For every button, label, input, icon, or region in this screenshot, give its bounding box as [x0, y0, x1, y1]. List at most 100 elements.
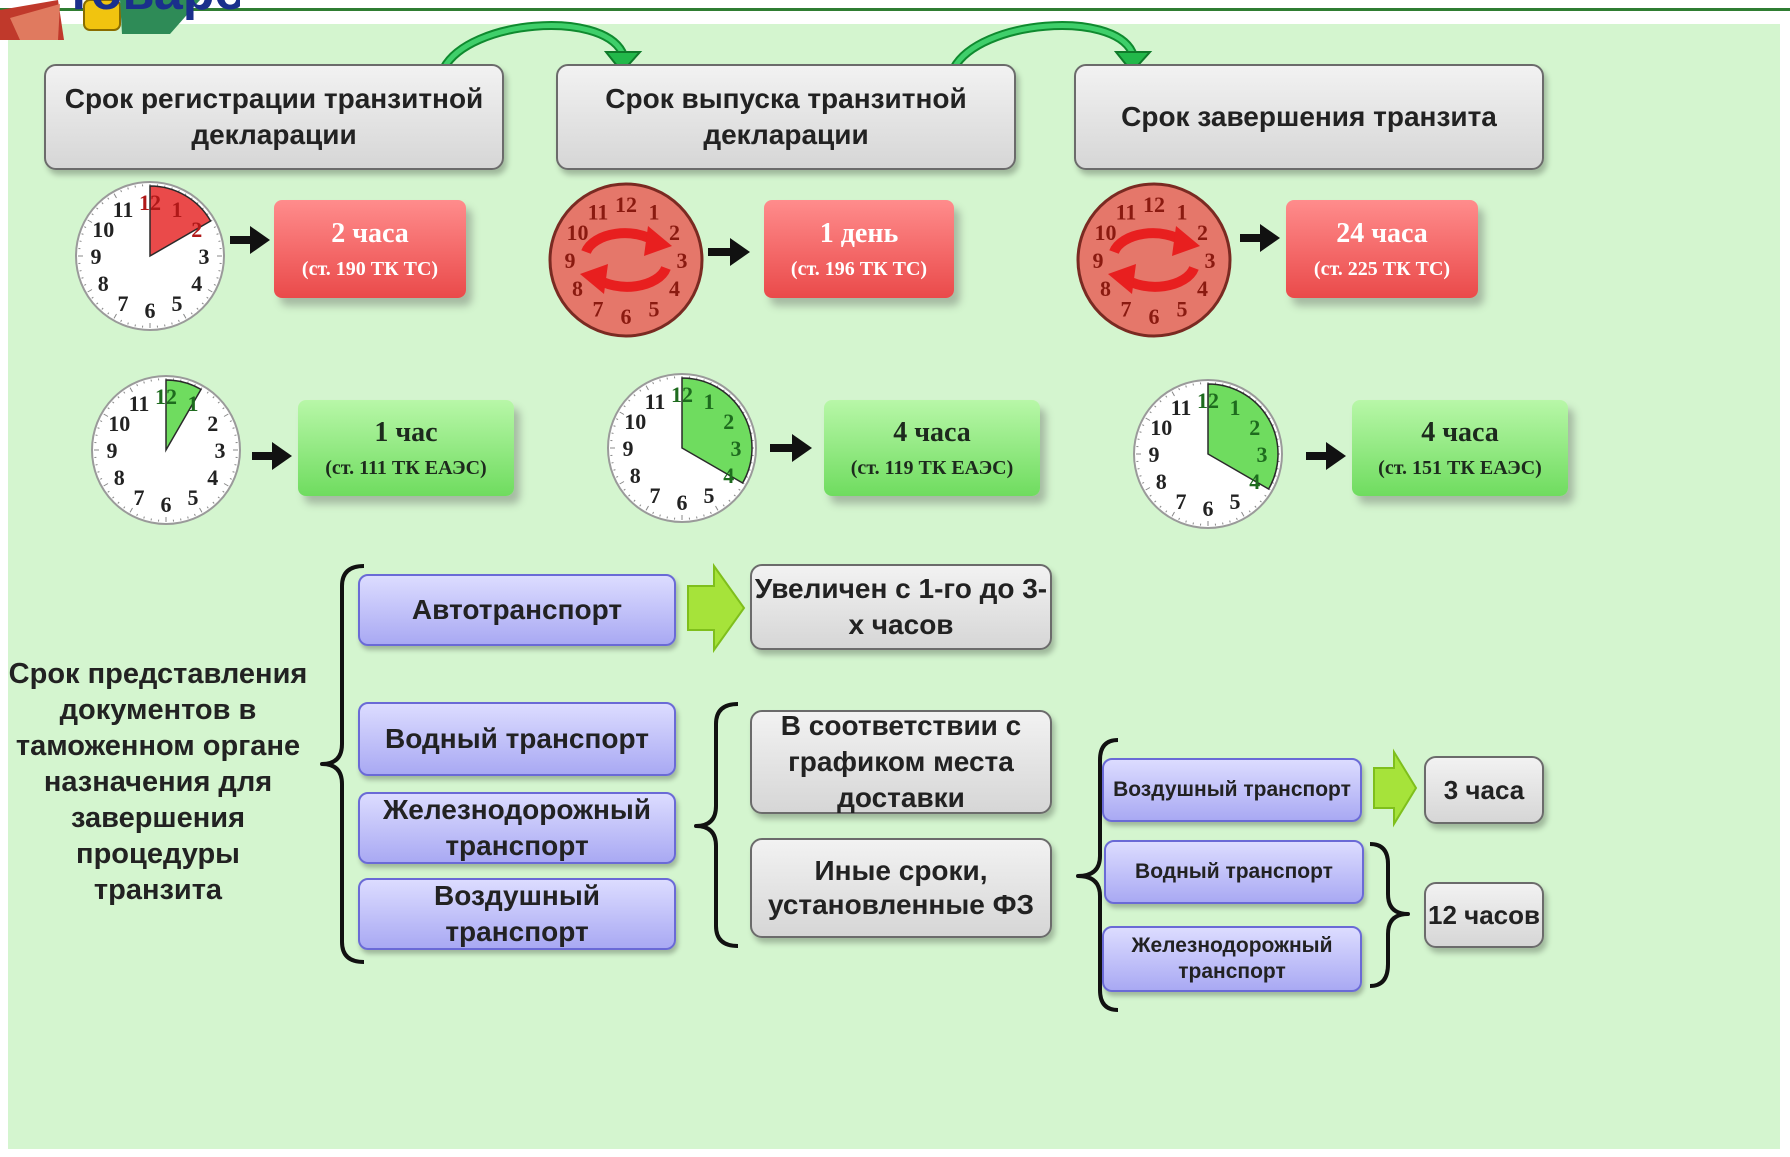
- header-rule: [0, 8, 1790, 11]
- clock-number: 10: [92, 217, 114, 242]
- term-value: 2 часа: [331, 217, 409, 249]
- clock-number: 6: [621, 304, 632, 329]
- new-term-completion: 4 часа (ст. 151 ТК ЕАЭС): [1352, 400, 1568, 496]
- clock-number: 3: [731, 436, 742, 461]
- clock-number: 1: [704, 389, 715, 414]
- clock-number: 10: [567, 220, 589, 245]
- transport-label: Водный транспорт: [385, 723, 649, 754]
- clock-number: 9: [1093, 248, 1104, 273]
- clock-number: 10: [1095, 220, 1117, 245]
- transport-label: Автотранспорт: [411, 594, 623, 625]
- clock-number: 5: [172, 291, 183, 316]
- clock-number: 6: [145, 298, 156, 323]
- stage-title-release: Срок выпуска транзитной декларации: [556, 64, 1016, 170]
- clock-number: 2: [723, 409, 734, 434]
- emblem-icon: [0, 0, 200, 40]
- clock-number: 11: [129, 391, 150, 416]
- clock-number: 4: [669, 276, 680, 301]
- clock-number: 6: [161, 492, 172, 517]
- clock-number: 5: [704, 483, 715, 508]
- clock-number: 2: [1197, 220, 1208, 245]
- old-term-registration: 2 часа (ст. 190 ТК ТС): [274, 200, 466, 298]
- stage-title-completion: Срок завершения транзита: [1074, 64, 1544, 170]
- clock-number: 12: [139, 190, 161, 215]
- stage-flow-arrows: [439, 21, 1153, 74]
- term-value: 1 день: [819, 217, 899, 249]
- clock-number: 5: [188, 485, 199, 510]
- clock-number: 7: [1121, 296, 1132, 321]
- air-result: 3 часа: [1424, 756, 1544, 824]
- clock-number: 11: [645, 389, 666, 414]
- result-text: 3 часа: [1443, 775, 1525, 805]
- clock-number: 8: [114, 465, 125, 490]
- clock-number: 7: [1176, 489, 1187, 514]
- header-title: товаров: [66, 0, 240, 22]
- term-value: 1 час: [374, 416, 438, 448]
- clock-number: 3: [677, 248, 688, 273]
- clock-number: 5: [1230, 489, 1241, 514]
- clock-number: 6: [1203, 496, 1214, 521]
- stage-title-text: Срок завершения транзита: [1121, 101, 1497, 132]
- clock-number: 3: [1205, 248, 1216, 273]
- clock-number: 9: [91, 244, 102, 269]
- term-reference: (ст. 111 ТК ЕАЭС): [325, 456, 487, 479]
- clock-number: 4: [1249, 469, 1260, 494]
- new-term-release: 4 часа (ст. 119 ТК ЕАЭС): [824, 400, 1040, 496]
- clock-number: 8: [1156, 469, 1167, 494]
- documents-label: Срок представления документов в таможенн…: [8, 658, 308, 906]
- clock-number: 10: [1150, 415, 1172, 440]
- clock-number: 10: [624, 409, 646, 434]
- term-value: 4 часа: [1421, 416, 1499, 448]
- stage-title-text: Срок выпуска транзитной декларации: [605, 83, 967, 150]
- result-text: Увеличен с 1-го до 3-х часов: [754, 573, 1048, 640]
- auto-result: Увеличен с 1-го до 3-х часов: [750, 564, 1052, 650]
- transport-label: Воздушный транспорт: [1113, 778, 1351, 801]
- old-term-completion: 24 часа (ст. 225 ТК ТС): [1286, 200, 1478, 298]
- new-term-registration: 1 час (ст. 111 ТК ЕАЭС): [298, 400, 514, 496]
- clock-number: 1: [649, 200, 660, 225]
- result-text: 12 часов: [1427, 900, 1541, 930]
- clock-number: 5: [1177, 296, 1188, 321]
- header-logo: товаров: [0, 0, 240, 40]
- clock-number: 4: [207, 465, 218, 490]
- clock-to-term-arrows: [230, 224, 1346, 470]
- clock-number: 6: [677, 490, 688, 515]
- clock-number: 6: [1149, 304, 1160, 329]
- term-reference: (ст. 196 ТК ТС): [790, 257, 928, 280]
- clock-number: 7: [593, 296, 604, 321]
- transport-air: Воздушный транспорт: [358, 878, 676, 950]
- other-transport-rail: Железнодорожный транспорт: [1102, 926, 1362, 992]
- clock-number: 4: [191, 271, 202, 296]
- clock-number: 7: [118, 291, 129, 316]
- clock-number: 2: [1249, 415, 1260, 440]
- clock-number: 12: [1197, 388, 1219, 413]
- other-terms: Иные сроки, установленные ФЗ: [750, 838, 1052, 938]
- clock-number: 3: [215, 438, 226, 463]
- term-reference: (ст. 190 ТК ТС): [301, 257, 439, 280]
- term-reference: (ст. 151 ТК ЕАЭС): [1378, 456, 1542, 479]
- clock-number: 3: [1257, 442, 1268, 467]
- other-transport-air: Воздушный транспорт: [1102, 758, 1362, 822]
- old-term-release: 1 день (ст. 196 ТК ТС): [764, 200, 954, 298]
- clock-number: 1: [188, 391, 199, 416]
- term-value: 24 часа: [1336, 217, 1428, 249]
- clock-number: 8: [98, 271, 109, 296]
- clock-number: 8: [1100, 276, 1111, 301]
- clock-number: 3: [199, 244, 210, 269]
- clock-number: 11: [588, 200, 609, 225]
- clock-number: 12: [615, 192, 637, 217]
- term-value: 4 часа: [893, 416, 971, 448]
- clock-number: 9: [565, 248, 576, 273]
- stage-title-registration: Срок регистрации транзитной декларации: [44, 64, 504, 170]
- other-transport-water: Водный транспорт: [1104, 840, 1364, 904]
- clock-number: 12: [1143, 192, 1165, 217]
- result-text: Иные сроки, установленные ФЗ: [767, 855, 1035, 920]
- clock-number: 11: [1116, 200, 1137, 225]
- transport-label: Железнодорожный транспорт: [1131, 934, 1333, 983]
